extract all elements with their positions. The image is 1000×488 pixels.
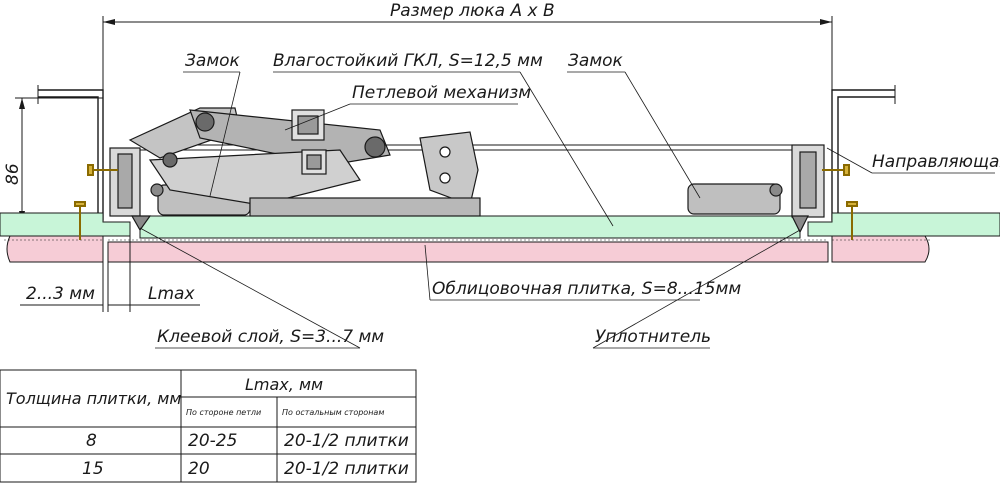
- table-row-1-hinge: 20-25: [188, 431, 237, 451]
- lmax-label: Lmax: [148, 284, 195, 304]
- door-profile-right: [791, 144, 825, 234]
- hinge-mechanism: [128, 107, 481, 217]
- table-row-2-thickness: 15: [82, 459, 104, 479]
- table-col1-header: Толщина плитки, мм: [6, 389, 181, 408]
- bottom-dimensions: [20, 236, 200, 312]
- lock-right: [687, 183, 783, 215]
- screws: [74, 164, 858, 240]
- gap-label: 2...3 мм: [26, 284, 95, 304]
- table-lmax-header: Lmax, мм: [245, 375, 323, 394]
- adhesive-label: Клеевой слой, S=3...7 мм: [157, 327, 384, 347]
- wall-panels: [0, 212, 1000, 237]
- hinge-label: Петлевой механизм: [352, 83, 531, 103]
- thickness-table: [0, 369, 417, 483]
- table-row-2-hinge: 20: [188, 459, 210, 479]
- gkl-label: Влагостойкий ГКЛ, S=12,5 мм: [273, 51, 543, 71]
- guide-label: Направляющая: [872, 152, 1000, 172]
- tile-label: Облицовочная плитка, S=8...15мм: [432, 279, 741, 299]
- height-dimension: [15, 97, 103, 222]
- door-gkl-panel: [139, 215, 801, 239]
- table-sub-hinge: По стороне петли: [186, 408, 261, 417]
- door-profile-left: [109, 147, 152, 232]
- door-tile: [107, 241, 829, 263]
- seal-label: Уплотнитель: [595, 327, 711, 347]
- table-row-1-thickness: 8: [86, 431, 97, 451]
- height-label: 86: [3, 163, 23, 185]
- table-row-1-other: 20-1/2 плитки: [284, 431, 409, 451]
- table-sub-other: По остальным сторонам: [282, 408, 384, 417]
- table-row-2-other: 20-1/2 плитки: [284, 459, 409, 479]
- dimension-label: Размер люка А х В: [390, 1, 555, 21]
- lock-left-label: Замок: [185, 51, 241, 71]
- left-frame: [37, 85, 104, 221]
- lock-right-label: Замок: [568, 51, 624, 71]
- leader-lines: [139, 71, 995, 349]
